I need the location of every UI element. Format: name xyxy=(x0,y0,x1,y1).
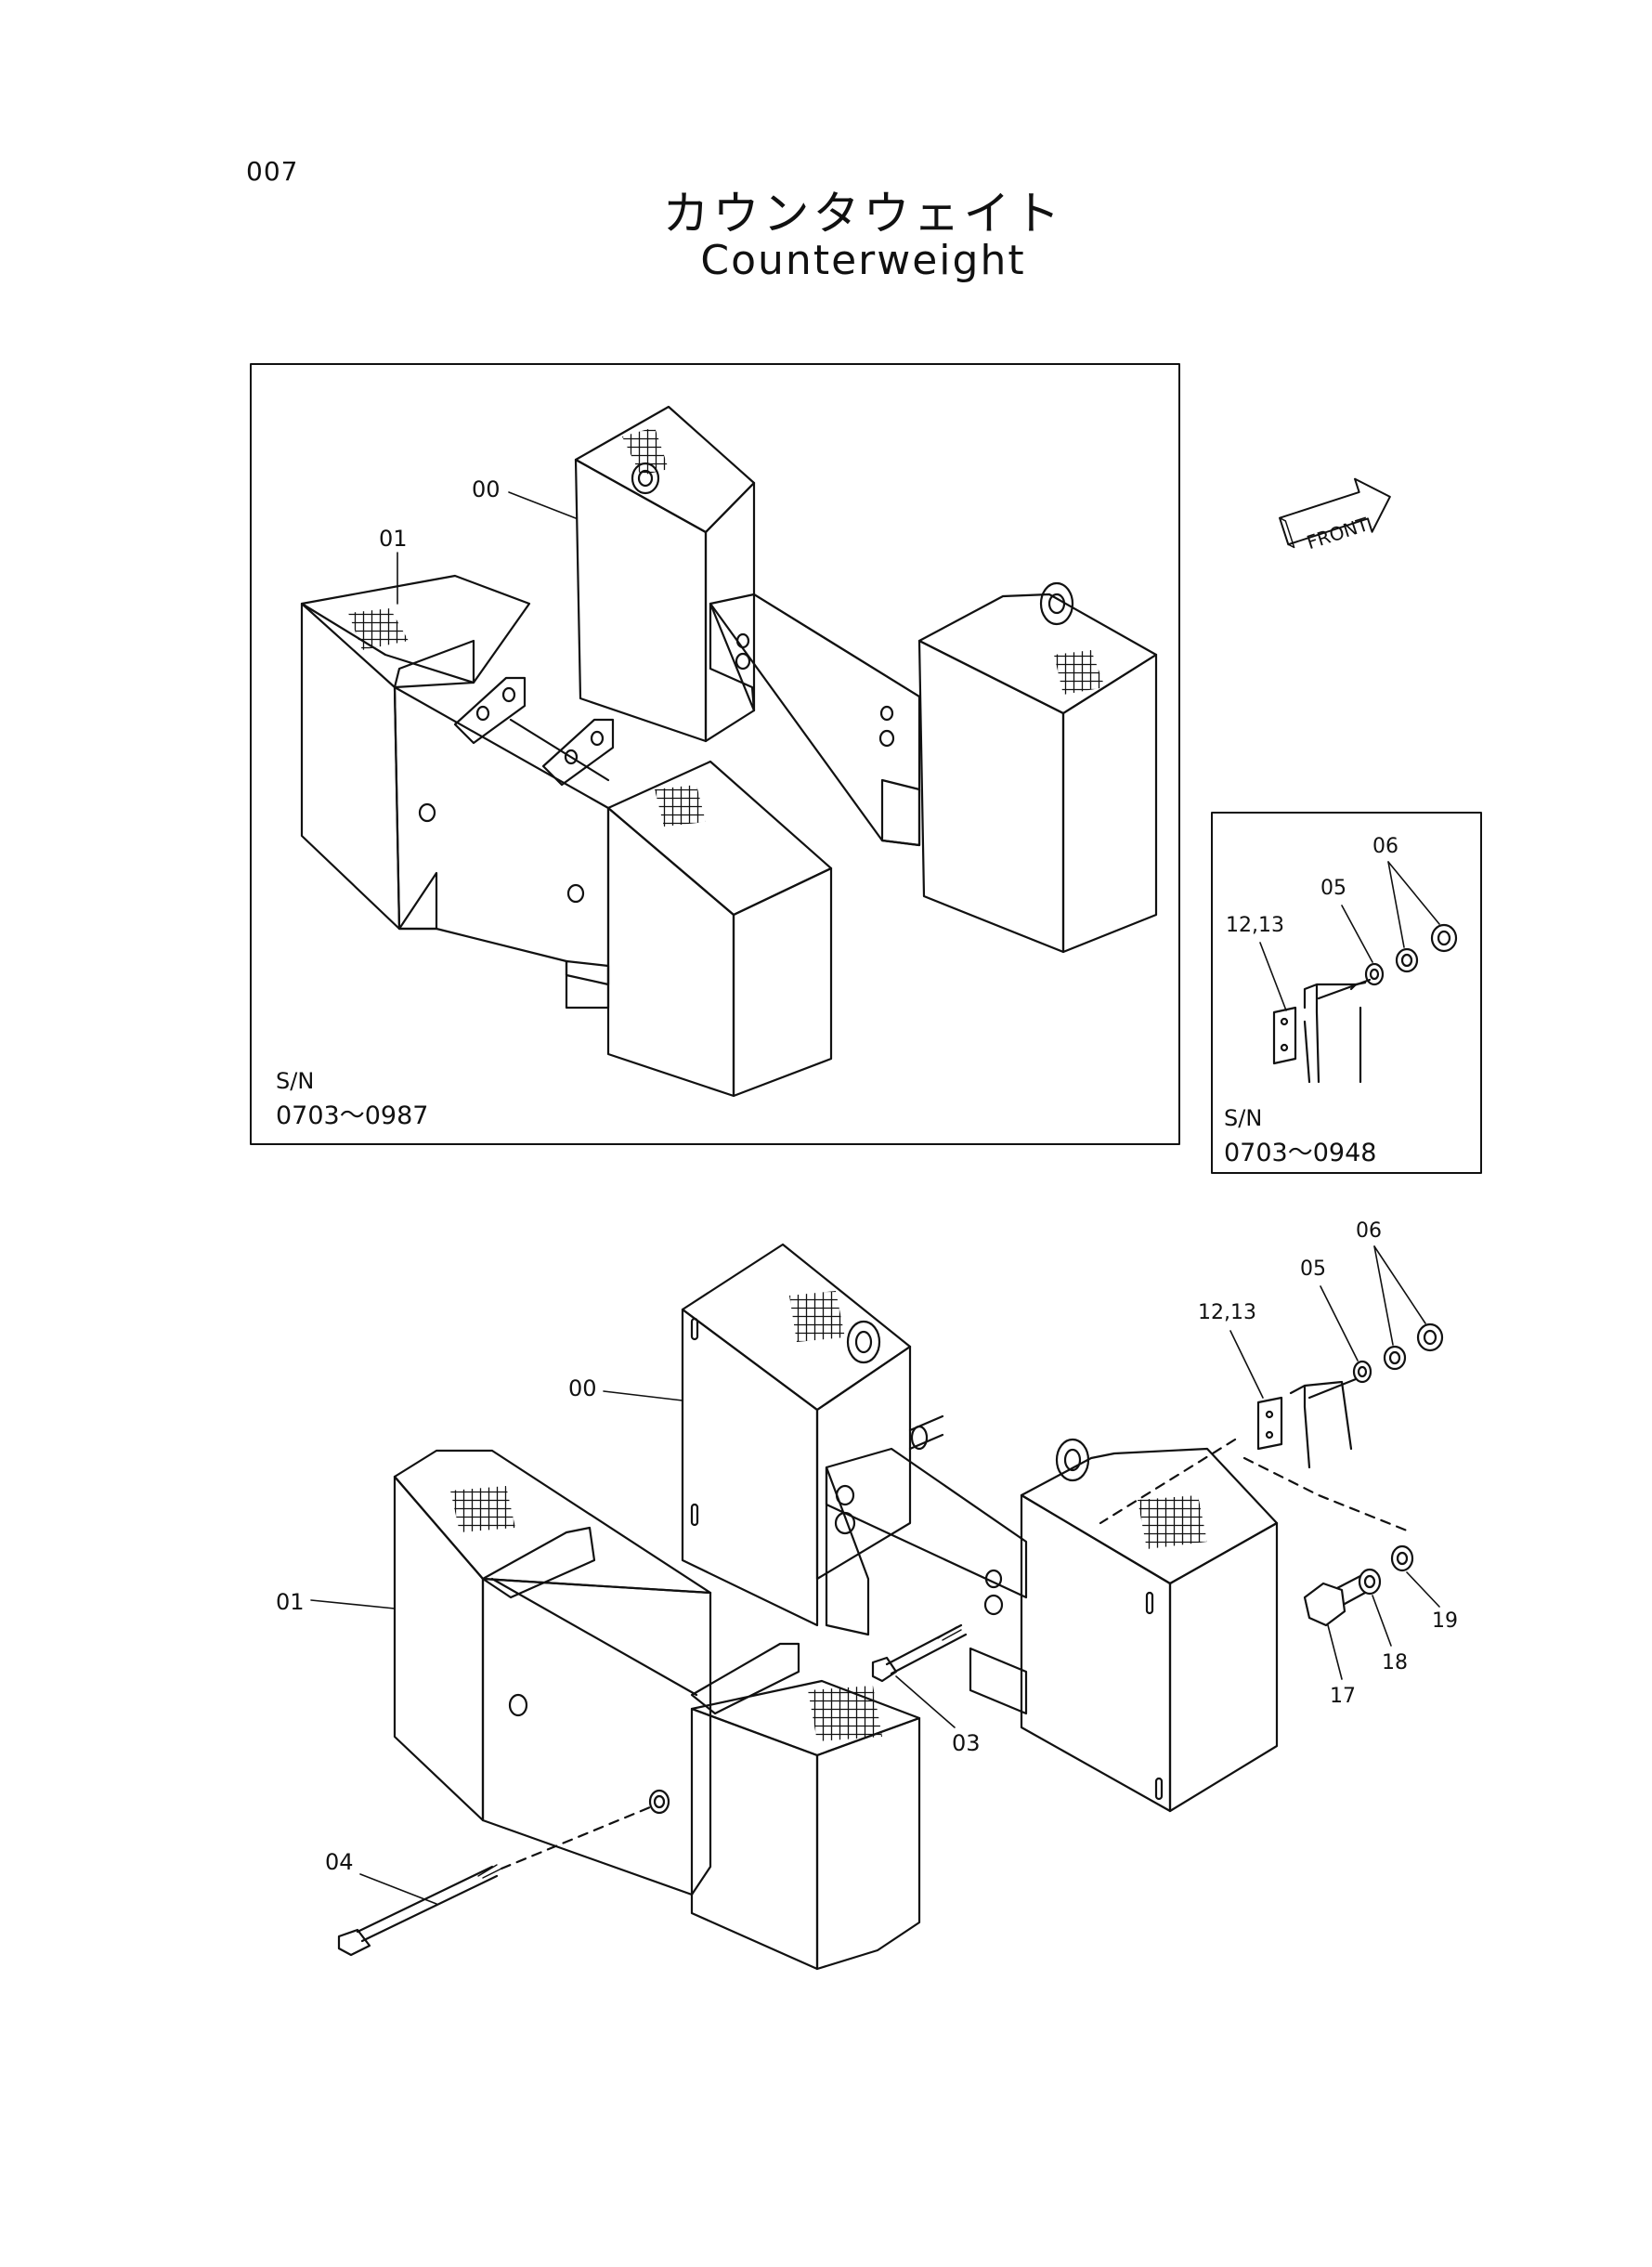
page-title-english: Counterweight xyxy=(700,237,1026,284)
inset-detail-frame xyxy=(1211,812,1482,1174)
upper-counterweight-block-00 xyxy=(574,405,756,743)
inset-06-leader-b xyxy=(1387,861,1440,925)
upper-frame-beam xyxy=(709,593,921,847)
upper-counterweight-block-right xyxy=(917,581,1158,954)
upper-sn-range: 0703～0987 xyxy=(276,1101,428,1130)
page-number: 007 xyxy=(246,156,299,187)
inset-detail-hardware xyxy=(1272,923,1458,1084)
front-direction-arrow xyxy=(1279,477,1391,549)
lower-callout-19: 19 xyxy=(1432,1609,1458,1633)
lower-counterweight-01-front xyxy=(648,1679,921,1971)
lower-callout-12-13: 12,13 xyxy=(1198,1301,1256,1324)
lower-counterweight-block-00 xyxy=(681,1243,912,1627)
lower-19-leader xyxy=(1406,1571,1440,1608)
lower-00-leader xyxy=(603,1390,683,1401)
lower-01-leader xyxy=(310,1599,396,1609)
inset-12-13-leader xyxy=(1259,942,1287,1011)
lower-03-leader xyxy=(895,1675,956,1728)
inset-callout-06: 06 xyxy=(1372,835,1398,858)
upper-callout-01: 01 xyxy=(379,526,408,552)
lower-18-leader xyxy=(1372,1595,1392,1647)
inset-callout-05: 05 xyxy=(1320,877,1346,900)
inset-06-leader-a xyxy=(1387,861,1405,948)
inset-sn-range: 0703～0948 xyxy=(1224,1139,1376,1167)
lower-callout-00: 00 xyxy=(568,1375,597,1401)
lower-04-leader xyxy=(359,1873,437,1905)
lower-callout-04: 04 xyxy=(325,1849,354,1875)
lower-callout-17: 17 xyxy=(1330,1685,1356,1708)
lower-counterweight-01 xyxy=(393,1449,800,1896)
lower-05-leader xyxy=(1320,1285,1359,1362)
inset-callout-12-13: 12,13 xyxy=(1226,914,1284,937)
lower-06-leader-b xyxy=(1373,1245,1426,1324)
lower-12-13-leader xyxy=(1229,1330,1264,1399)
front-label: FRONT xyxy=(1304,513,1372,554)
lower-callout-18: 18 xyxy=(1382,1651,1408,1674)
lower-counterweight-block-right xyxy=(1020,1438,1279,1813)
lower-callout-01: 01 xyxy=(276,1589,305,1615)
bolt-04 xyxy=(337,1805,652,1957)
inset-sn-label: S/N xyxy=(1224,1105,1262,1131)
lower-06-leader-a xyxy=(1373,1245,1394,1346)
upper-00-leader xyxy=(508,491,577,519)
inset-05-leader xyxy=(1341,905,1373,963)
upper-assembly-frame xyxy=(250,363,1180,1145)
bolt-17-washers xyxy=(1303,1544,1414,1627)
upper-counterweight-01-front xyxy=(606,760,833,1098)
lower-callout-05: 05 xyxy=(1300,1257,1326,1281)
upper-sn-label: S/N xyxy=(276,1068,314,1094)
upper-callout-00: 00 xyxy=(472,476,501,502)
page-title-japanese: カウンタウェイト xyxy=(662,187,1064,241)
upper-counterweight-01 xyxy=(300,574,615,1010)
lower-callout-06: 06 xyxy=(1356,1219,1382,1243)
lower-frame-beam xyxy=(825,1414,1028,1715)
lower-17-leader xyxy=(1327,1624,1343,1680)
lower-callout-03: 03 xyxy=(952,1730,981,1756)
lower-mounting-plate-hardware xyxy=(1099,1322,1444,1534)
bolt-03 xyxy=(871,1623,968,1683)
